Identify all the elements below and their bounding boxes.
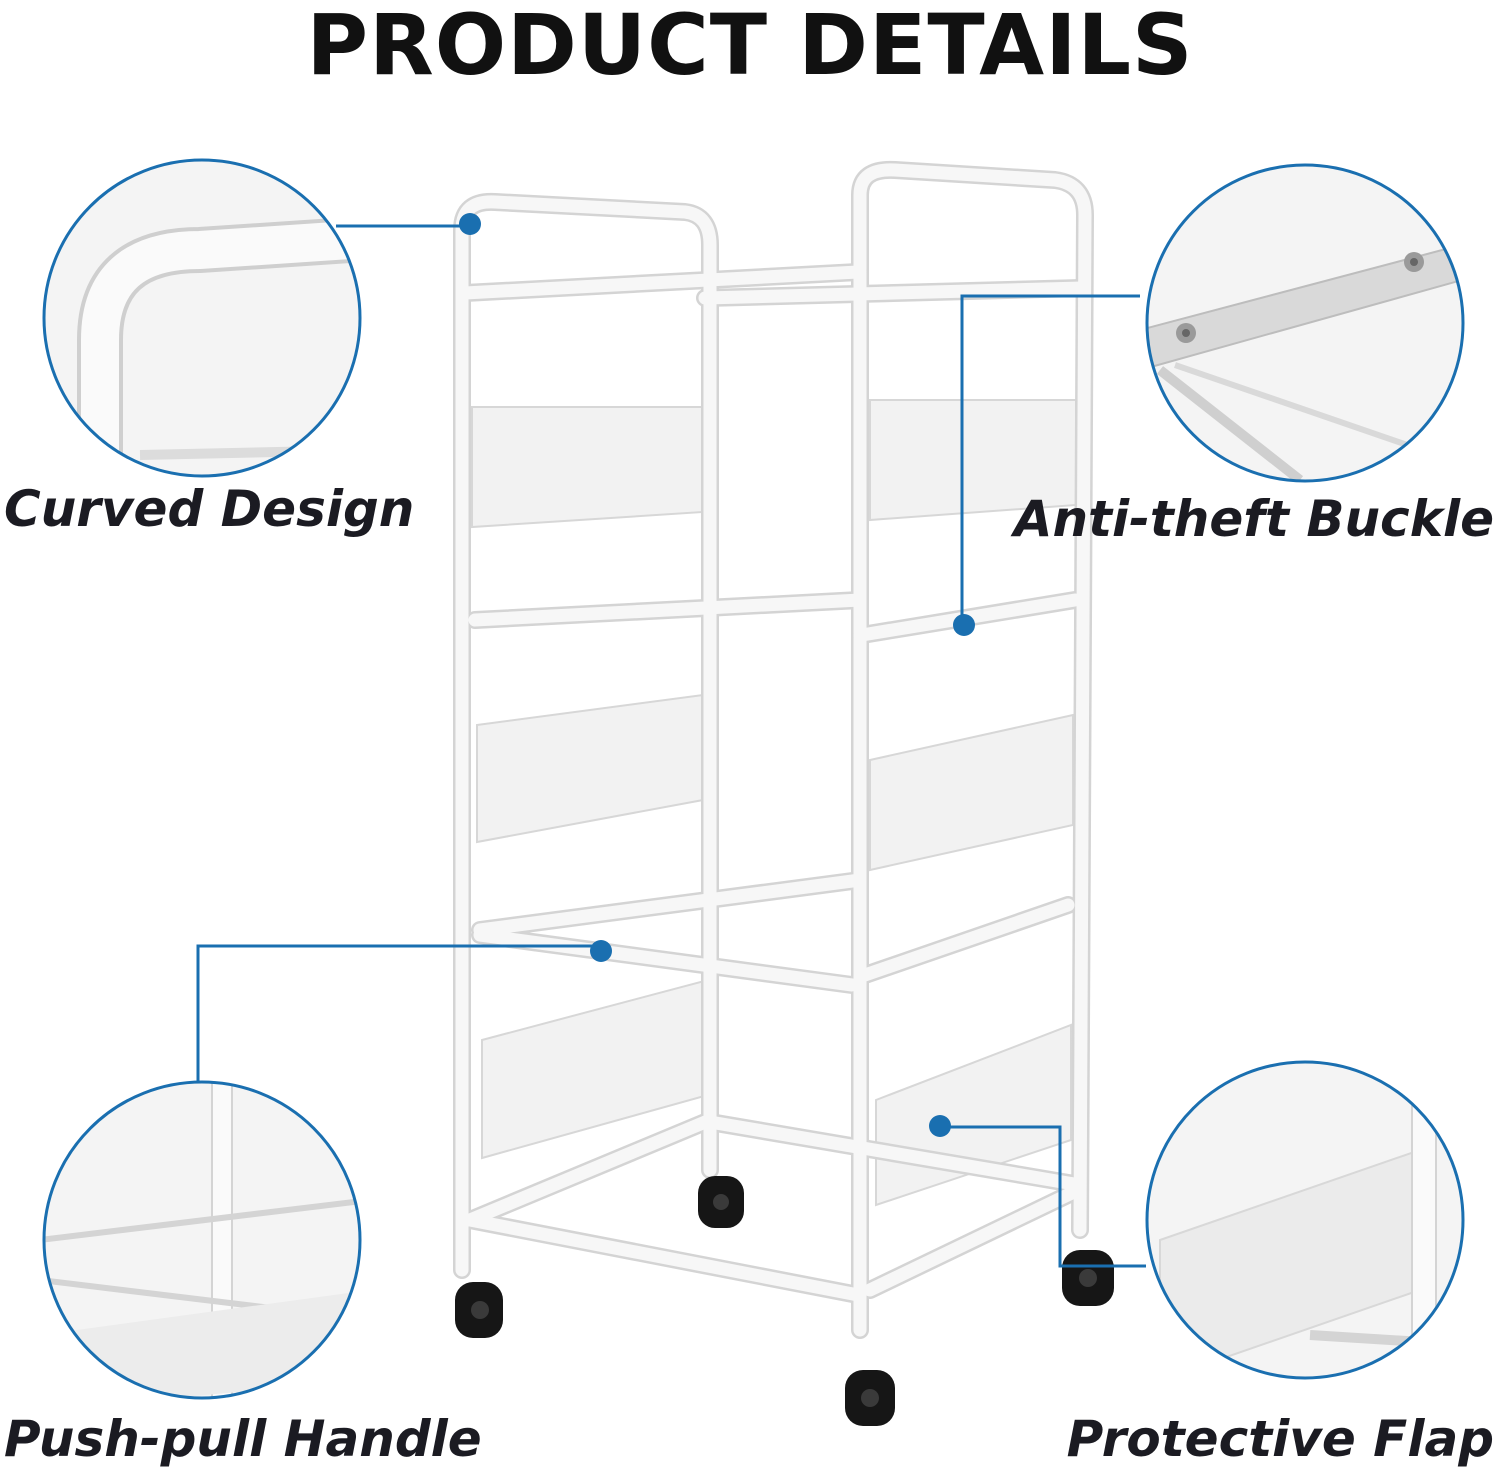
callout-line-pushpull (196, 944, 600, 1082)
page-title: PRODUCT DETAILS (306, 0, 1194, 94)
detail-circle-antitheft (1145, 163, 1465, 483)
callout-dot-flap (929, 1115, 951, 1137)
feature-label-protective-flap: Protective Flap (1066, 1410, 1494, 1468)
wheel-front-right (845, 1370, 895, 1426)
callout-dot-curved (459, 213, 481, 235)
callout-dot-pushpull (590, 940, 612, 962)
wheel-back-left (698, 1176, 744, 1228)
detail-circle-flap (1145, 1060, 1465, 1380)
detail-circle-pushpull (42, 1080, 362, 1400)
feature-label-push-pull-handle: Push-pull Handle (4, 1410, 482, 1468)
callout-dot-antitheft (953, 614, 975, 636)
panel-left-mid (476, 693, 704, 844)
callout-lines (196, 224, 1146, 1268)
cart-frame (471, 399, 1077, 1207)
caster-wheels (455, 1176, 1114, 1426)
cart-tubes (453, 160, 1094, 1339)
callout-line-flap (940, 1125, 1146, 1268)
feature-label-curved-design: Curved Design (4, 480, 415, 538)
callout-dots (459, 213, 975, 1137)
detail-circle-curved (42, 158, 362, 478)
wheel-back-right (1062, 1250, 1114, 1306)
feature-label-anti-theft-buckle: Anti-theft Buckle (1013, 490, 1494, 548)
panel-right-mid (869, 713, 1074, 872)
callout-line-antitheft (960, 294, 1140, 622)
panel-left-top (471, 406, 704, 529)
wheel-front-left (455, 1282, 503, 1338)
